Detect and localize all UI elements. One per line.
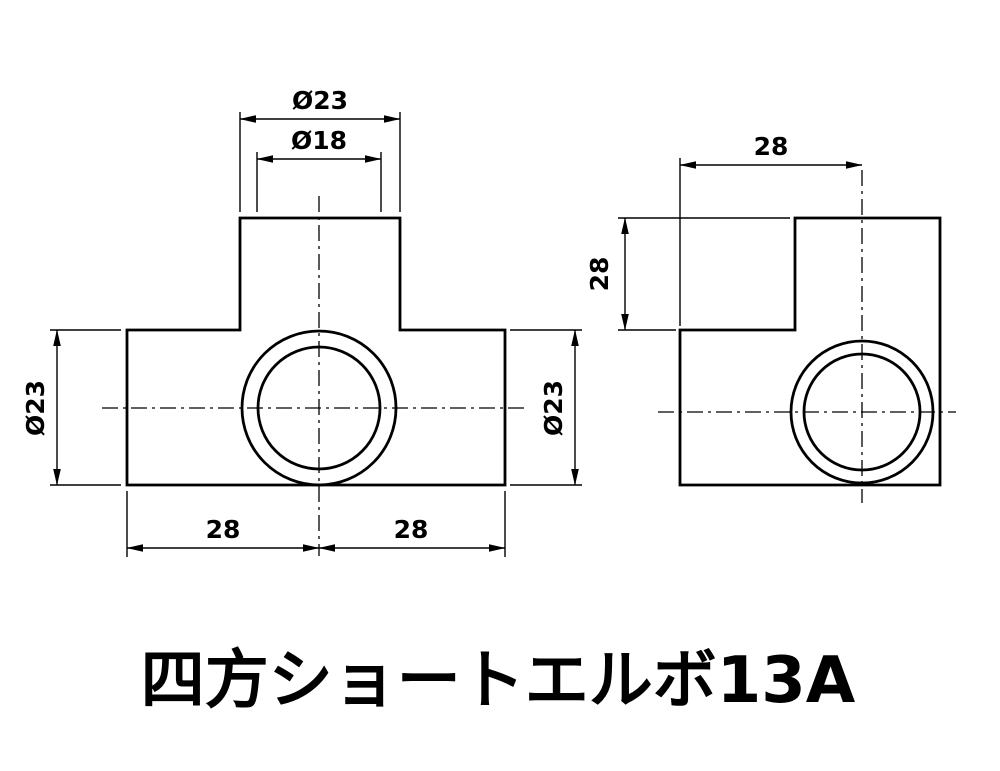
side-dim-top-label: 28 [754, 132, 789, 161]
side-dim-left-label: 28 [585, 257, 614, 292]
front-dim-top-outer-label: Ø23 [292, 86, 348, 115]
side-view-outline [678, 216, 942, 487]
drawing-title: 四方ショートエルボ13A [141, 644, 856, 718]
front-dim-right-label: Ø23 [539, 380, 568, 436]
front-dim-top-inner-label: Ø18 [291, 126, 347, 155]
side-view: 28 28 [585, 132, 956, 503]
front-dim-bottom-right-label: 28 [394, 515, 429, 544]
front-dim-bottom-left-label: 28 [206, 515, 241, 544]
front-dim-left-label: Ø23 [21, 380, 50, 436]
front-view-outline [125, 216, 507, 487]
front-view: Ø23 Ø18 Ø23 Ø23 28 28 [21, 86, 582, 557]
